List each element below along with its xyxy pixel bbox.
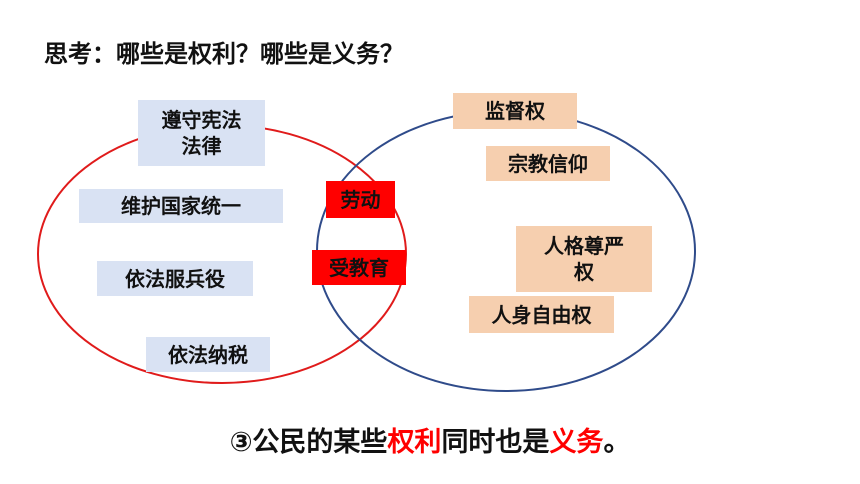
duty-pay-taxes: 依法纳税 (146, 337, 270, 372)
both-education: 受教育 (312, 250, 406, 285)
both-labor: 劳动 (326, 181, 395, 218)
question-title: 思考：哪些是权利？哪些是义务？ (44, 40, 404, 68)
right-personal-dignity: 人格尊严 权 (516, 226, 652, 292)
right-personal-freedom: 人身自由权 (469, 296, 614, 333)
right-religious-belief: 宗教信仰 (486, 146, 610, 181)
conclusion-highlight-rights: 权利 (387, 427, 442, 458)
conclusion-part-5: 。 (603, 427, 631, 458)
conclusion-part-3: 同时也是 (441, 427, 550, 458)
conclusion-statement: ③公民的某些权利同时也是义务。 (0, 420, 860, 459)
right-supervision: 监督权 (453, 93, 577, 129)
duty-military-service: 依法服兵役 (97, 261, 253, 296)
duty-obey-constitution: 遵守宪法 法律 (138, 100, 265, 166)
conclusion-part-1: ③公民的某些 (229, 427, 388, 458)
conclusion-highlight-duties: 义务 (549, 427, 604, 458)
duty-maintain-unity: 维护国家统一 (79, 189, 283, 223)
